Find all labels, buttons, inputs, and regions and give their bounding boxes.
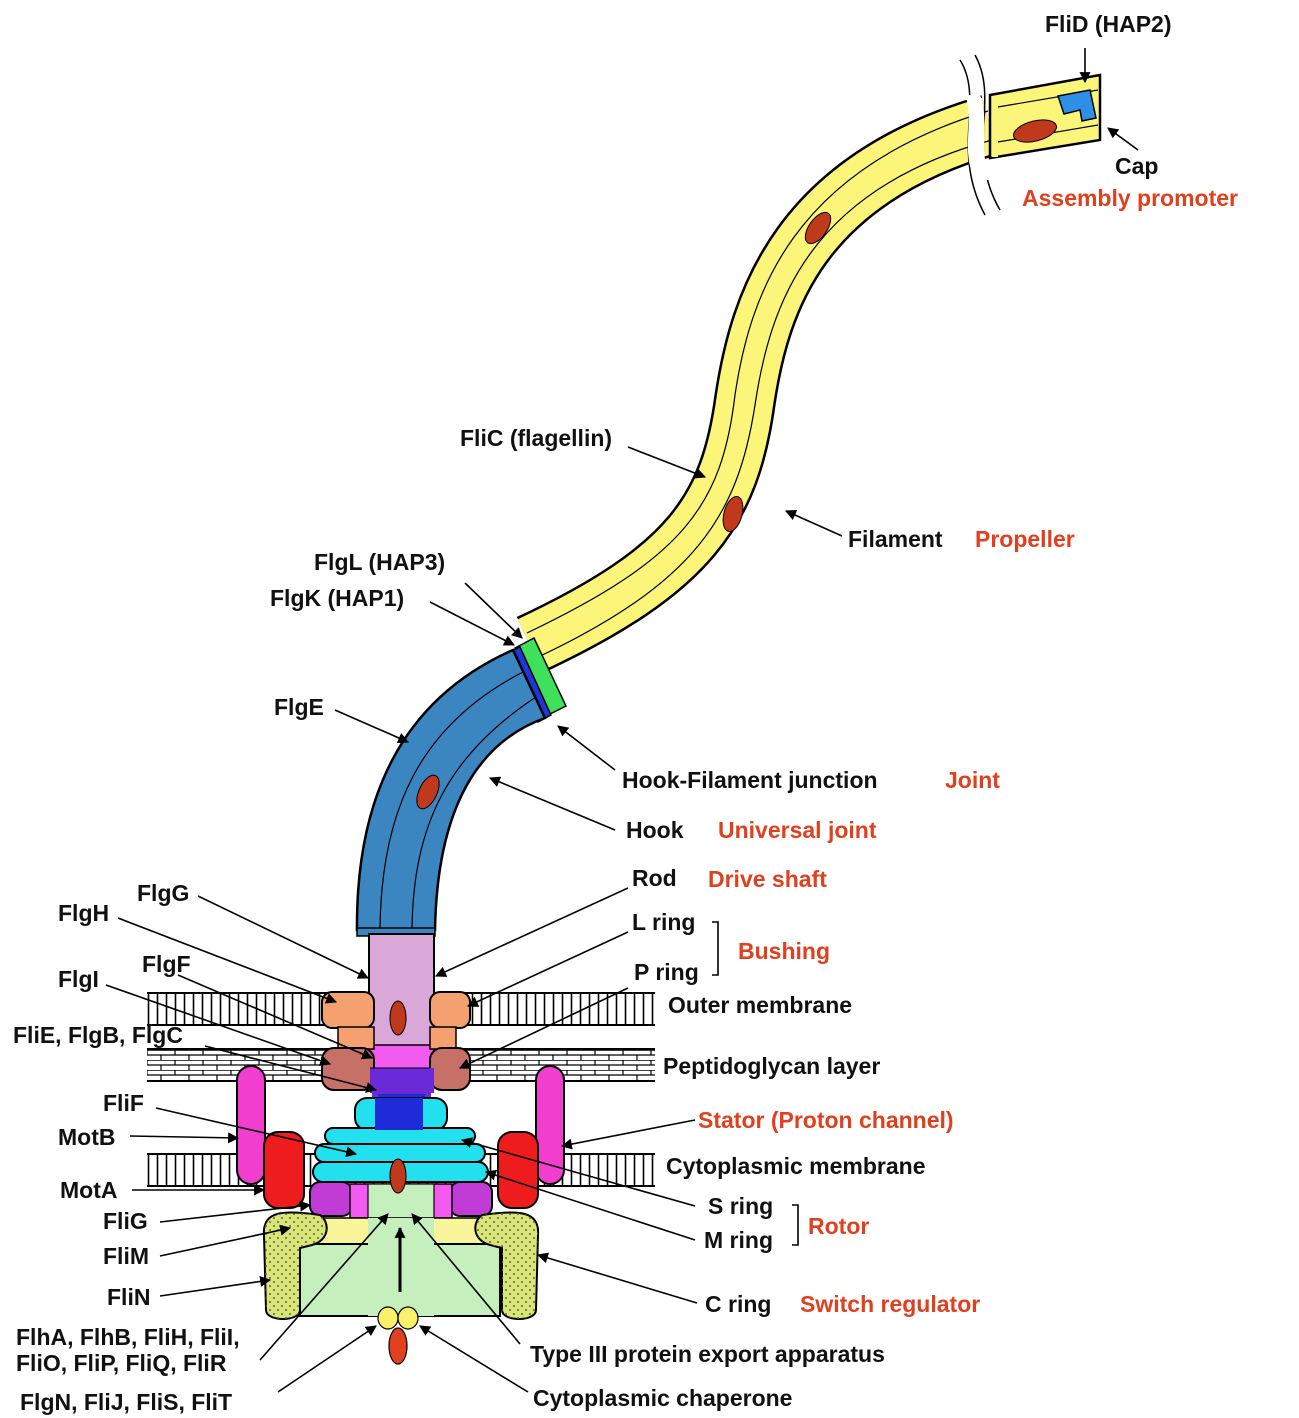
protein-subunits xyxy=(390,116,1059,1193)
cytoplasmic-chaperone-shape xyxy=(378,1307,418,1364)
label-flgk: FlgK (HAP1) xyxy=(270,585,404,611)
label-flie-flgb-flgc: FliE, FlgB, FlgC xyxy=(13,1022,183,1048)
label-assembly-promoter: Assembly promoter xyxy=(1022,185,1238,211)
pointer-arrows xyxy=(106,48,1138,1392)
filament xyxy=(527,55,1100,658)
label-type3-export: Type III protein export apparatus xyxy=(530,1341,885,1367)
label-cytoplasmic-chaperone: Cytoplasmic chaperone xyxy=(533,1385,792,1411)
label-filament: Filament xyxy=(848,526,943,552)
label-hook: Hook xyxy=(626,817,684,843)
label-s-ring: S ring xyxy=(708,1193,773,1219)
c-ring xyxy=(264,1212,538,1319)
label-cytoplasmic-membrane: Cytoplasmic membrane xyxy=(666,1153,925,1179)
label-rod: Rod xyxy=(632,865,677,891)
label-flgf: FlgF xyxy=(142,951,191,977)
label-flgh: FlgH xyxy=(58,900,109,926)
label-drive-shaft: Drive shaft xyxy=(708,866,827,892)
label-flge: FlgE xyxy=(274,694,324,720)
label-flim: FliM xyxy=(103,1243,149,1269)
label-motb: MotB xyxy=(58,1124,115,1150)
label-cap: Cap xyxy=(1115,153,1158,179)
label-universal-joint: Universal joint xyxy=(718,817,877,843)
label-c-ring: C ring xyxy=(705,1291,771,1317)
label-flgi: FlgI xyxy=(58,966,99,992)
label-rotor: Rotor xyxy=(808,1213,869,1239)
label-flin: FliN xyxy=(107,1284,150,1310)
labels: FliD (HAP2) Cap Assembly promoter FliC (… xyxy=(13,11,1238,1415)
hook xyxy=(357,650,545,936)
label-peptidoglycan-layer: Peptidoglycan layer xyxy=(663,1053,880,1079)
label-joint: Joint xyxy=(945,767,1000,793)
label-flgg: FlgG xyxy=(137,880,189,906)
label-flic: FliC (flagellin) xyxy=(460,425,612,451)
label-mota: MotA xyxy=(60,1177,117,1203)
label-bushing: Bushing xyxy=(738,938,830,964)
label-flig: FliG xyxy=(103,1208,148,1234)
label-switch-regulator: Switch regulator xyxy=(800,1291,980,1317)
label-flgl: FlgL (HAP3) xyxy=(314,549,445,575)
label-p-ring: P ring xyxy=(634,959,699,985)
label-flif: FliF xyxy=(103,1090,144,1116)
label-stator: Stator (Proton channel) xyxy=(698,1107,954,1133)
label-outer-membrane: Outer membrane xyxy=(668,992,852,1018)
label-export-proteins-line1: FlhA, FlhB, FliH, FliI, xyxy=(16,1324,240,1350)
label-flid: FliD (HAP2) xyxy=(1045,11,1172,37)
label-export-proteins-line2: FliO, FliP, FliQ, FliR xyxy=(16,1350,227,1376)
label-m-ring: M ring xyxy=(704,1227,773,1253)
label-propeller: Propeller xyxy=(975,526,1075,552)
label-l-ring: L ring xyxy=(632,909,695,935)
label-hook-filament-junction: Hook-Filament junction xyxy=(622,767,878,793)
label-chaperone-proteins: FlgN, FliJ, FliS, FliT xyxy=(20,1389,232,1415)
